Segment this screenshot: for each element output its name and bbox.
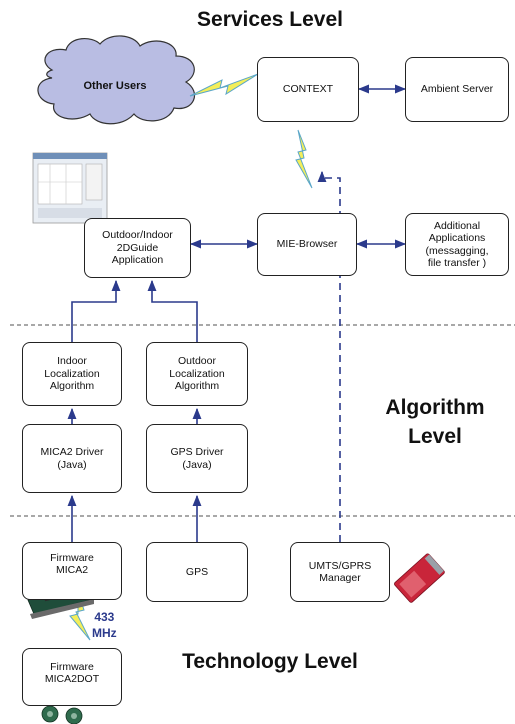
pcmcia-card-icon bbox=[394, 553, 445, 603]
firmware-mica2-box: Firmware MICA2 bbox=[22, 542, 122, 600]
circuit-board-icon bbox=[41, 705, 83, 724]
mie-browser-box: MIE-Browser bbox=[257, 213, 357, 276]
lightning-icon bbox=[295, 129, 313, 189]
umts-gprs-manager-box: UMTS/GPRS Manager bbox=[290, 542, 390, 602]
firmware-mica2dot-box: Firmware MICA2DOT bbox=[22, 648, 122, 706]
indoor-localization-box: Indoor Localization Algorithm bbox=[22, 342, 122, 406]
arrow-umts-context bbox=[317, 170, 341, 542]
gps-driver-box: GPS Driver (Java) bbox=[146, 424, 248, 493]
gps-box: GPS bbox=[146, 542, 248, 602]
other-users-label: Other Users bbox=[83, 80, 147, 92]
mica2-driver-box: MICA2 Driver (Java) bbox=[22, 424, 122, 493]
map-app-screenshot-icon bbox=[32, 152, 108, 224]
algorithm-level-title: Algorithm Level bbox=[385, 396, 485, 448]
frequency-label: 433 MHz bbox=[92, 610, 117, 640]
additional-applications-box: Additional Applications (messagging, fil… bbox=[405, 213, 509, 276]
ambient-server-box: Ambient Server bbox=[405, 57, 509, 122]
guide-application-box: Outdoor/Indoor 2DGuide Application bbox=[84, 218, 191, 278]
arrow-outdoor-guide bbox=[147, 279, 198, 342]
context-box: CONTEXT bbox=[257, 57, 359, 122]
lightning-icon bbox=[189, 73, 259, 97]
services-level-title: Services Level bbox=[197, 8, 343, 31]
arrow-indoor-guide bbox=[71, 279, 121, 342]
cloud-shape bbox=[37, 35, 196, 125]
outdoor-localization-box: Outdoor Localization Algorithm bbox=[146, 342, 248, 406]
technology-level-title: Technology Level bbox=[182, 650, 358, 673]
